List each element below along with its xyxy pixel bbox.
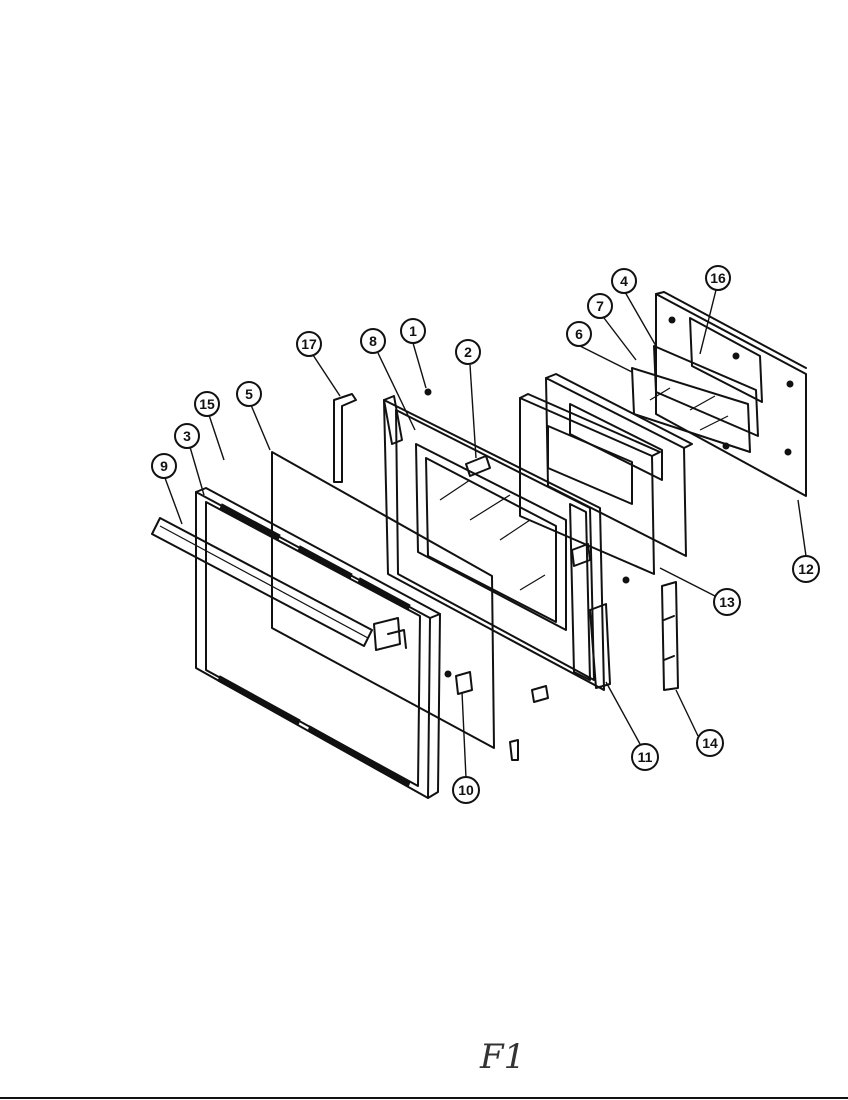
- svg-text:1: 1: [409, 323, 417, 339]
- callout-2: 2: [455, 339, 481, 365]
- callout-17: 17: [296, 331, 322, 357]
- svg-text:16: 16: [710, 270, 726, 286]
- svg-text:10: 10: [458, 782, 474, 798]
- svg-text:13: 13: [719, 594, 735, 610]
- svg-text:5: 5: [245, 386, 253, 402]
- svg-text:17: 17: [301, 336, 317, 352]
- callout-12: 12: [792, 555, 820, 583]
- callout-8: 8: [360, 328, 386, 354]
- outer-door-frame-part: [195, 487, 441, 799]
- back-door-panel-part: [655, 291, 807, 497]
- callout-5: 5: [236, 381, 262, 407]
- svg-text:4: 4: [620, 273, 628, 289]
- vertical-bracket-part: [333, 393, 357, 483]
- callout-13: 13: [713, 588, 741, 616]
- svg-text:8: 8: [369, 333, 377, 349]
- svg-text:12: 12: [798, 561, 814, 577]
- svg-text:11: 11: [638, 749, 653, 765]
- callout-3: 3: [174, 423, 200, 449]
- hinge-part: [531, 603, 611, 703]
- handle-bar-part: [151, 517, 373, 647]
- callout-14: 14: [696, 729, 724, 757]
- inner-door-panel-part: [383, 388, 630, 691]
- door-clip-part: [373, 617, 519, 761]
- svg-text:2: 2: [464, 344, 472, 360]
- callout-11: 11: [631, 743, 659, 771]
- svg-text:7: 7: [596, 298, 604, 314]
- callout-4: 4: [611, 268, 637, 294]
- svg-text:15: 15: [199, 396, 215, 412]
- glass-panel-part: [545, 373, 693, 557]
- side-bracket-part: [661, 581, 679, 691]
- callout-16: 16: [705, 265, 731, 291]
- figure-mark: F1: [479, 1037, 525, 1077]
- callout-15: 15: [194, 391, 220, 417]
- svg-text:3: 3: [183, 428, 191, 444]
- svg-text:9: 9: [160, 458, 168, 474]
- callout-7: 7: [587, 293, 613, 319]
- callout-9: 9: [151, 453, 177, 479]
- callout-1: 1: [400, 318, 426, 344]
- leader-lines: [164, 289, 807, 779]
- svg-text:14: 14: [702, 735, 718, 751]
- svg-text:6: 6: [575, 326, 583, 342]
- callout-6: 6: [566, 321, 592, 347]
- callout-10: 10: [452, 776, 480, 804]
- insulation-sheet-part: [271, 451, 495, 749]
